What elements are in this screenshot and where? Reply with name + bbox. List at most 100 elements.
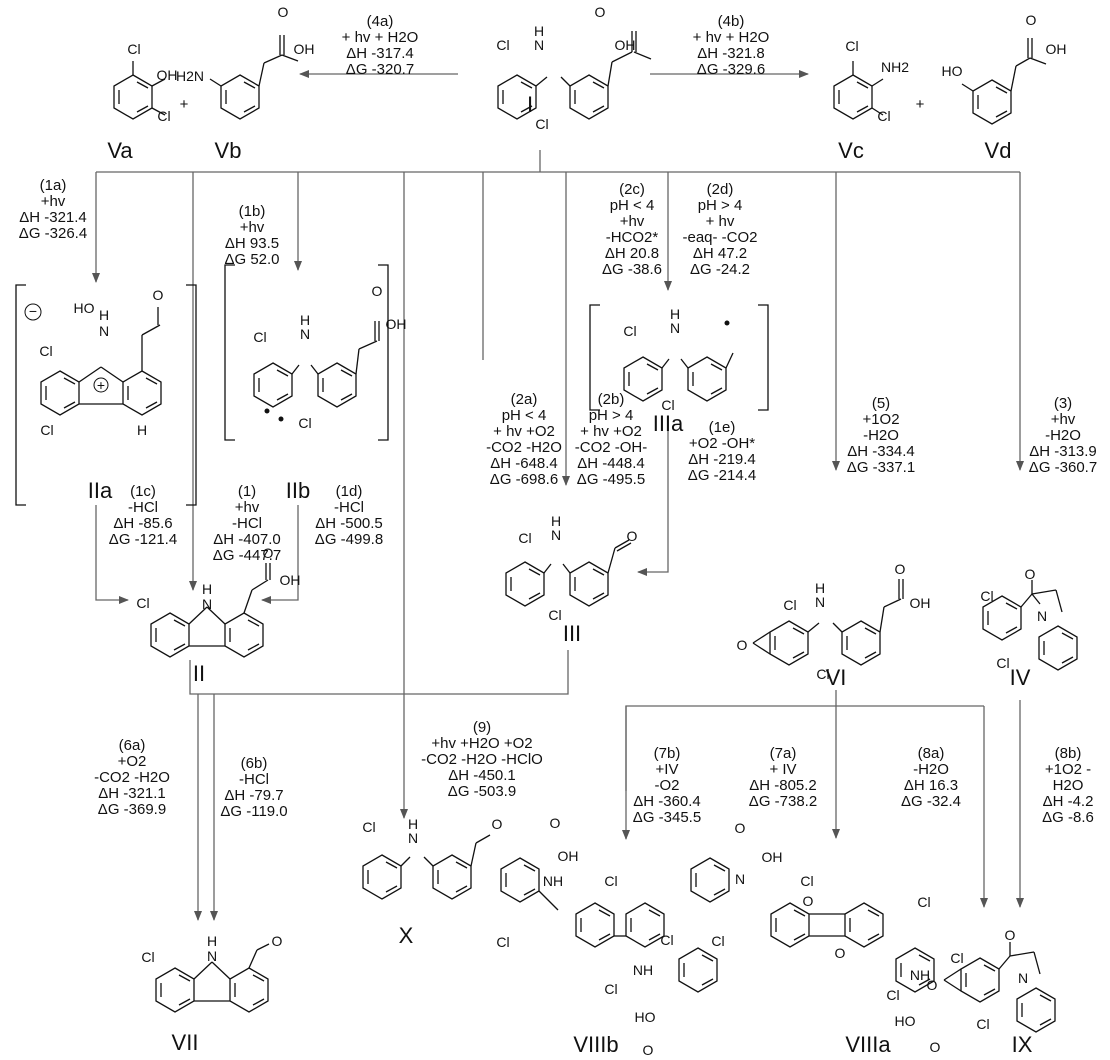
structure-IV [982,580,1078,671]
gibbs-energy-value: ΔG -326.4 [19,225,87,242]
atom-n: N [1018,970,1028,986]
atom-h: H [300,312,310,328]
atom-ho: HO [635,1009,656,1025]
atom-n: N [408,830,418,846]
reaction-condition: -H2O [913,761,949,778]
atom-n: N [1037,608,1047,624]
reaction-condition: -CO2 -H2O -HClO [421,751,543,768]
atom-cl: Cl [800,873,813,889]
reaction-number: (8b) [1055,745,1082,762]
atom-o: O [930,1039,941,1055]
reaction-condition: +IV [656,761,679,778]
atom-cl: Cl [980,588,993,604]
gibbs-energy-value: ΔG -698.6 [490,471,558,488]
atom-h2n: H2N [176,68,204,84]
reaction-condition: -HCl [334,499,364,516]
atom-oh: OH [280,572,301,588]
enthalpy-value: ΔH 20.8 [605,245,659,262]
atom-h: H [815,580,825,596]
reaction-condition: -HCl [239,771,269,788]
enthalpy-value: ΔH -317.4 [346,45,414,62]
enthalpy-value: ΔH -334.4 [847,443,915,460]
gibbs-energy-value: ΔG -121.4 [109,531,177,548]
atom-n: N [202,596,212,612]
gibbs-energy-value: ΔG -320.7 [346,61,414,78]
atom-oh: OH [1046,41,1067,57]
atom-o: O [1026,12,1037,28]
plus-sign: + [916,96,925,113]
enthalpy-value: ΔH -4.2 [1043,793,1094,810]
atom-oh: OH [558,848,579,864]
atom-cl: Cl [157,108,170,124]
atom-cl: Cl [623,323,636,339]
compound-label-IIIa: IIIa [653,411,684,436]
atom-cl: Cl [816,666,829,682]
reaction-condition: + hv + H2O [693,29,770,46]
reaction-condition: +hv [620,213,645,230]
atom-o: O [1005,927,1016,943]
atom-cl: Cl [976,1016,989,1032]
atom-o: O [372,283,383,299]
gibbs-energy-value: ΔG -8.6 [1042,809,1094,826]
atom-n: N [815,594,825,610]
atom-h: H [408,816,418,832]
atom-o: O [595,4,606,20]
reaction-condition: -CO2 -H2O [486,439,562,456]
reaction-number: (4b) [718,13,745,30]
atom-oh: OH [762,849,783,865]
reaction-number: (1b) [239,203,266,220]
compound-label-Vc: Vc [838,138,864,163]
compound-label-IIa: IIa [88,478,113,503]
enthalpy-value: ΔH -805.2 [749,777,817,794]
reaction-number: (7b) [654,745,681,762]
structure-Va [113,61,166,120]
reaction-condition: +hv [235,499,260,516]
reaction-number: (1e) [709,419,736,436]
gibbs-energy-value: ΔG -337.1 [847,459,915,476]
reaction-number: (3) [1054,395,1072,412]
atom-cl: Cl [39,343,52,359]
reaction-number: (7a) [770,745,797,762]
atom-cl: Cl [496,37,509,53]
structure-II [150,563,271,658]
reaction-condition: -CO2 -OH- [575,439,648,456]
atom-ho: HO [895,1013,916,1029]
reaction-condition: + hv + H2O [342,29,419,46]
atom-o: O [1025,566,1036,582]
reaction-condition: +1O2 [862,411,899,428]
reaction-condition: +hv [41,193,66,210]
reaction-condition: pH < 4 [610,197,655,214]
reaction-condition: pH < 4 [502,407,547,424]
atom-cl: Cl [917,894,930,910]
atom-n: N [99,323,109,339]
atom-o: O [263,545,274,561]
atom-cl: Cl [535,116,548,132]
atom-cl: Cl [845,38,858,54]
gibbs-energy-value: ΔG -32.4 [901,793,961,810]
compound-label-II: II [193,661,205,686]
structure-I [497,31,652,120]
atom-cl: Cl [711,933,724,949]
atom-oh: OH [386,316,407,332]
atom-cl: Cl [518,530,531,546]
atom-cl: Cl [661,397,674,413]
atom-labels: Cl N H O OH Cl Cl OH Cl H2N O OH + Cl NH… [29,4,1067,1058]
reaction-condition: +hv [240,219,265,236]
gibbs-energy-value: ΔG -499.8 [315,531,383,548]
atom-cl: Cl [783,597,796,613]
atom-cl: Cl [604,873,617,889]
gibbs-energy-value: ΔG -119.0 [220,803,287,820]
reaction-r1e-label: (1e)+O2 -OH*ΔH -219.4ΔG -214.4 [688,419,756,484]
compound-label-VII: VII [172,1030,199,1055]
compound-label-VIIIb: VIIIb [573,1032,618,1057]
reaction-number: (2d) [707,181,734,198]
gibbs-energy-value: ΔG -24.2 [690,261,750,278]
